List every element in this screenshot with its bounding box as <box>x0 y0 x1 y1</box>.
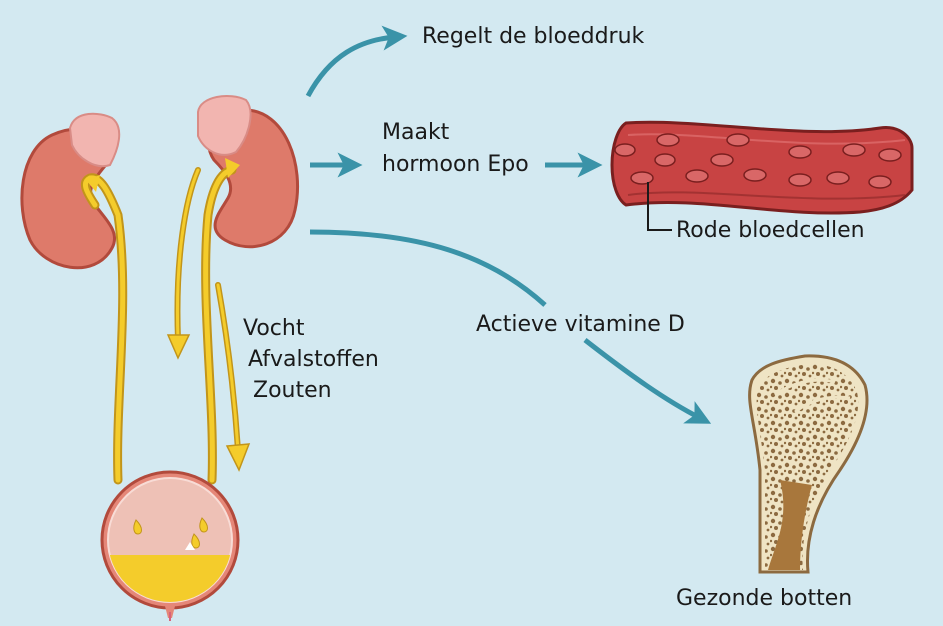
arrow-to-vitamin-d <box>309 229 712 424</box>
label-vocht: Vocht <box>243 316 305 341</box>
bladder <box>100 470 240 621</box>
label-hormoon-epo: hormoon Epo <box>382 152 529 177</box>
right-adrenal-gland <box>197 95 252 156</box>
urine-flow-arrow-right <box>215 282 251 472</box>
label-zouten: Zouten <box>253 378 332 403</box>
right-ureter <box>86 158 240 485</box>
label-regelt-bloeddruk: Regelt de bloeddruk <box>422 24 645 49</box>
label-maakt: Maakt <box>382 120 450 145</box>
left-adrenal-gland <box>68 112 121 168</box>
urine-droplets <box>133 517 208 550</box>
red-blood-cells <box>614 133 902 189</box>
urine-flow-arrow-left <box>166 167 201 360</box>
arrow-to-blood-pressure <box>305 25 408 98</box>
bone <box>748 354 869 574</box>
label-rode-bloedcellen: Rode bloedcellen <box>676 218 865 243</box>
label-afvalstoffen: Afvalstoffen <box>248 347 379 372</box>
left-ureter <box>80 173 128 485</box>
label-gezonde-botten: Gezonde botten <box>676 586 853 611</box>
label-actieve-vitamine-d: Actieve vitamine D <box>476 312 685 337</box>
red-cells-pointer-line <box>647 182 672 231</box>
blood-vessel <box>610 120 914 215</box>
